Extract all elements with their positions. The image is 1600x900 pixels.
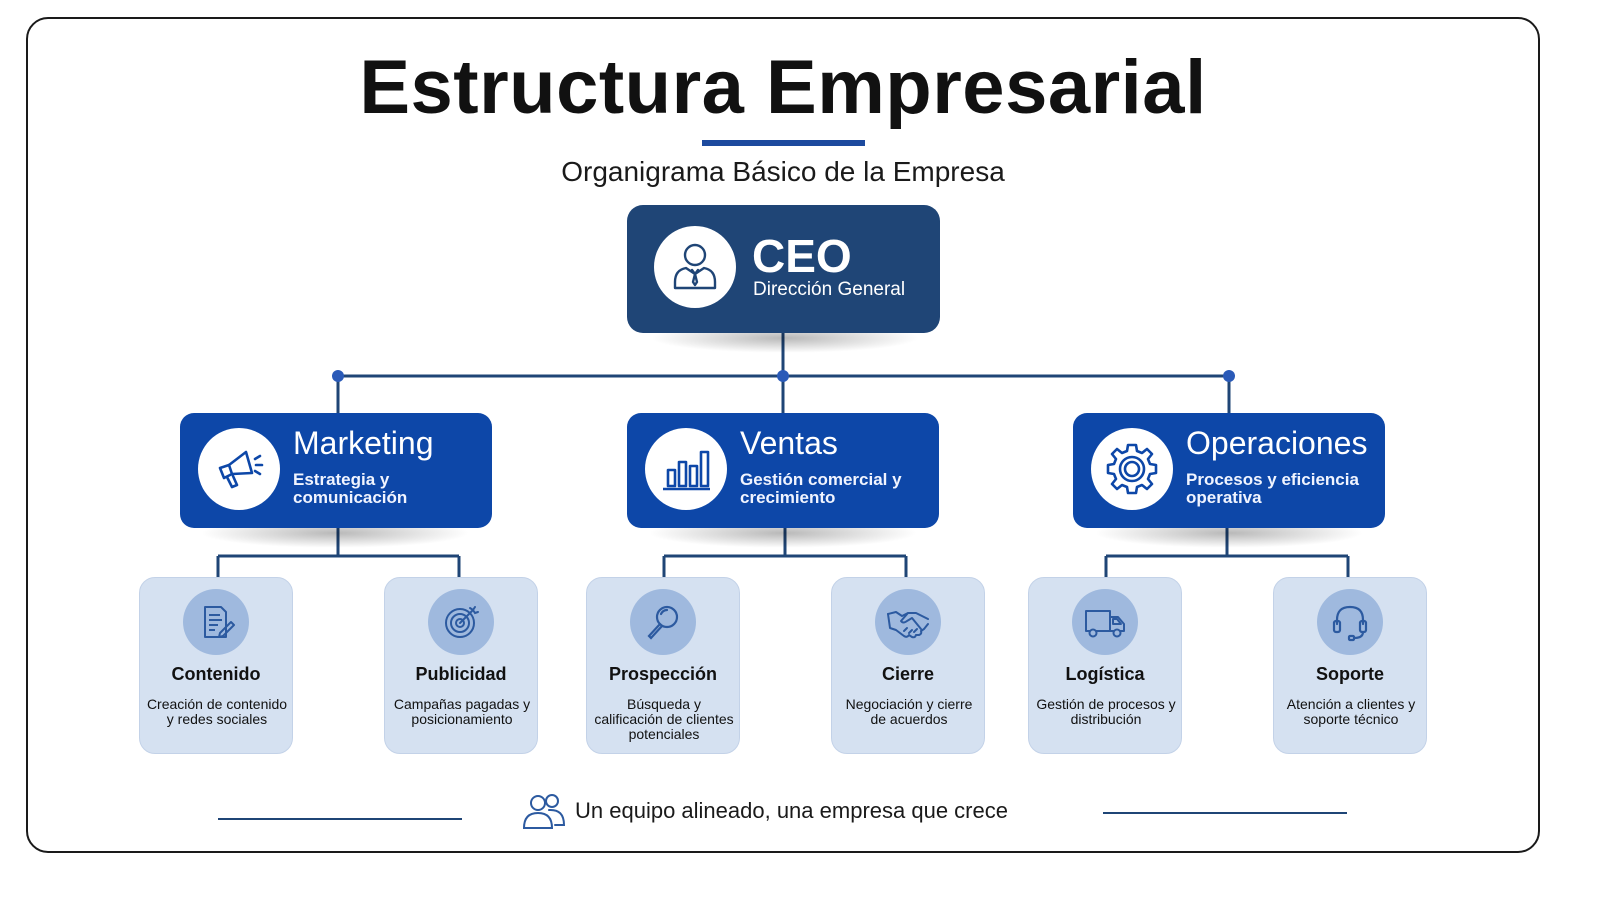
footer-tagline: Un equipo alineado, una empresa que crec…	[575, 798, 1008, 823]
target-icon	[428, 589, 494, 655]
megaphone-icon	[198, 428, 280, 510]
subunit-title: Prospección	[608, 664, 718, 684]
subunit-title: Contenido	[171, 664, 261, 684]
gear-icon	[1091, 428, 1173, 510]
department-title: Operaciones	[1186, 425, 1368, 461]
footer-line-right	[1103, 812, 1347, 814]
subunit-description: Búsqueda y calificación de clientes pote…	[594, 696, 734, 742]
title-underline	[702, 140, 865, 146]
ceo-node: CEO Dirección General	[627, 205, 940, 333]
department-subtitle: Estrategia y comunicación	[293, 470, 408, 507]
department-title: Ventas	[740, 425, 838, 461]
subunit-description: Atención a clientes y soporte técnico	[1286, 696, 1416, 727]
department-title: Marketing	[293, 425, 434, 461]
department-subtitle: Procesos y eficiencia operativa	[1186, 470, 1359, 507]
page-title: Estructura Empresarial	[359, 45, 1207, 130]
subunit-description: Campañas pagadas y posicionamiento	[393, 696, 531, 727]
department-subtitle: Gestión comercial y crecimiento	[740, 470, 902, 507]
subunit-logistica: Logística Gestión de procesos y distribu…	[1028, 577, 1182, 754]
department-operaciones: Operaciones Procesos y eficiencia operat…	[1073, 413, 1385, 528]
subunit-title: Soporte	[1315, 664, 1384, 684]
page-subtitle: Organigrama Básico de la Empresa	[561, 156, 1005, 187]
ceo-title: CEO	[752, 230, 852, 282]
subunit-title: Logística	[1065, 664, 1145, 684]
team-icon	[521, 792, 567, 830]
subunit-cierre: Cierre Negociación y cierre de acuerdos	[831, 577, 985, 754]
subunit-title: Cierre	[881, 664, 935, 684]
subunit-prospeccion: Prospección Búsqueda y calificación de c…	[586, 577, 740, 754]
connector-dot-operaciones	[1223, 370, 1235, 382]
handshake-icon	[875, 589, 941, 655]
connector-dot-marketing	[332, 370, 344, 382]
department-ventas: Ventas Gestión comercial y crecimiento	[627, 413, 939, 528]
truck-icon	[1072, 589, 1138, 655]
ceo-subtitle: Dirección General	[753, 279, 906, 300]
executive-icon	[654, 226, 736, 308]
subunit-soporte: Soporte Atención a clientes y soporte té…	[1273, 577, 1427, 754]
subunit-publicidad: Publicidad Campañas pagadas y posicionam…	[384, 577, 538, 754]
magnifier-icon	[630, 589, 696, 655]
headset-icon	[1317, 589, 1383, 655]
footer-line-left	[218, 818, 462, 820]
subunit-description: Creación de contenido y redes sociales	[146, 696, 288, 727]
subunit-description: Negociación y cierre de acuerdos	[845, 696, 973, 727]
connector-dot-ventas	[777, 370, 789, 382]
department-marketing: Marketing Estrategia y comunicación	[180, 413, 492, 528]
subunit-contenido: Contenido Creación de contenido y redes …	[139, 577, 293, 754]
bar-chart-icon	[645, 428, 727, 510]
subunit-title: Publicidad	[415, 664, 507, 684]
document-edit-icon	[183, 589, 249, 655]
subunit-description: Gestión de procesos y distribución	[1036, 696, 1176, 727]
